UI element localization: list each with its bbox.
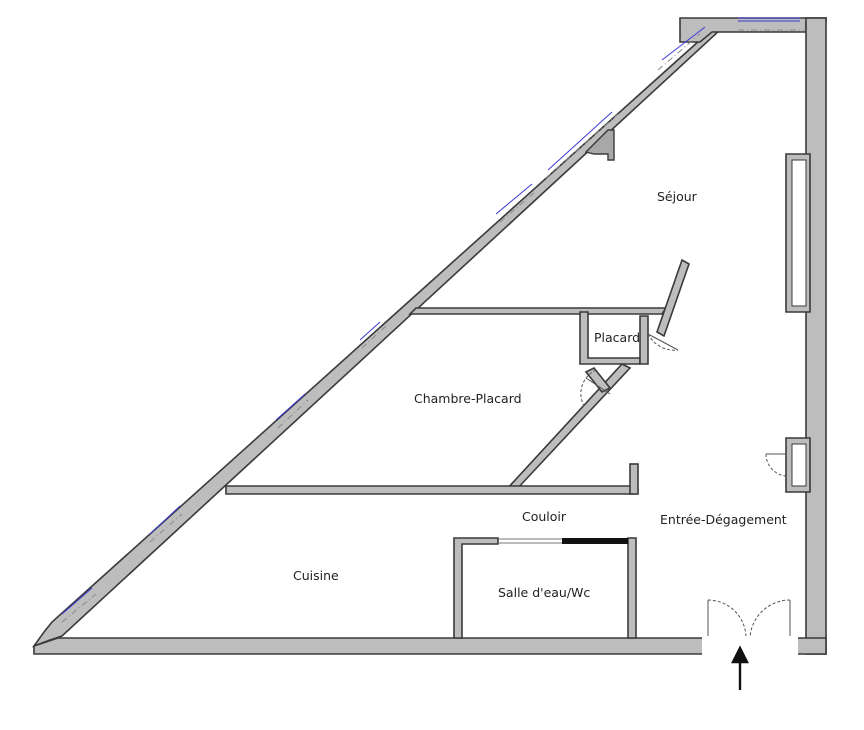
room-label-cuisine: Cuisine <box>293 568 339 583</box>
top-window <box>738 17 804 31</box>
bedroom-top-wall <box>408 307 668 315</box>
right-wall-recess-inner <box>791 159 807 307</box>
chambre-door <box>580 369 611 407</box>
bedroom-bottom-wall <box>225 485 633 495</box>
bottom-exterior-wall <box>33 637 827 655</box>
right-exterior-wall <box>805 17 827 655</box>
corridor-stub-wall <box>629 463 639 495</box>
angled-partition-top <box>656 258 690 338</box>
entrance-double-door <box>702 599 798 656</box>
diagonal-windows <box>61 26 706 623</box>
placard-right-wall <box>639 315 649 365</box>
room-label-placard: Placard <box>594 330 640 345</box>
room-label-sejour: Séjour <box>657 189 698 204</box>
salle-eau-right-wall <box>627 537 637 639</box>
placard-door <box>647 333 679 351</box>
room-label-couloir: Couloir <box>522 509 567 524</box>
room-label-entree: Entrée-Dégagement <box>660 512 787 527</box>
room-label-salle-eau: Salle d'eau/Wc <box>498 585 590 600</box>
room-label-chambre: Chambre-Placard <box>414 391 522 406</box>
entrance-arrow-icon <box>731 645 749 690</box>
angled-partition-lower <box>504 363 632 491</box>
right-wall-niche-inner <box>791 443 807 487</box>
salle-eau-sliding-door <box>562 538 628 544</box>
salle-eau-walls <box>453 537 499 639</box>
wall-niche <box>584 129 615 161</box>
niche-door <box>765 453 787 477</box>
